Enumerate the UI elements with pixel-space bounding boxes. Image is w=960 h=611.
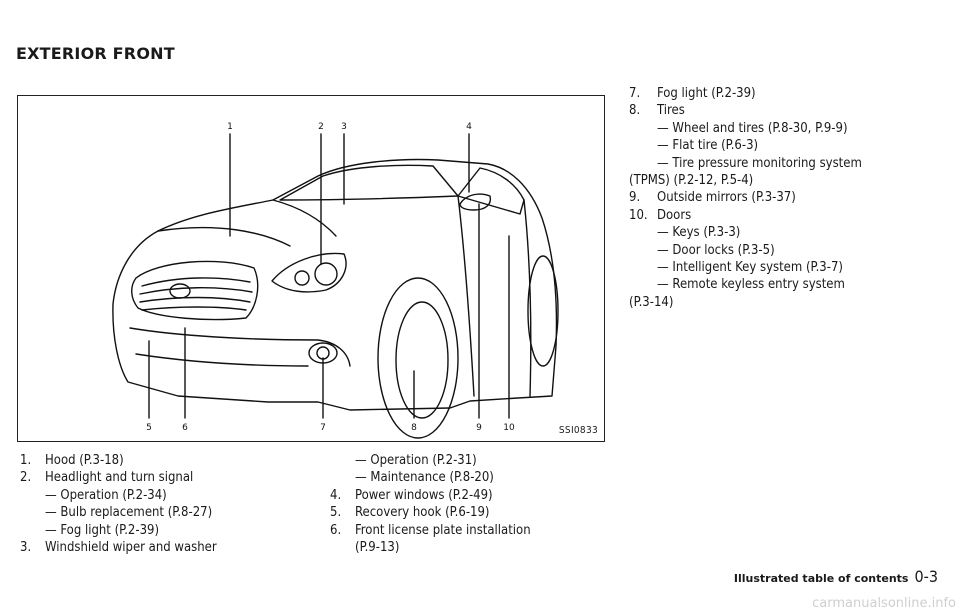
legend-item: 8. Tires [629, 102, 929, 119]
legend-item-text: Front license plate installation [355, 522, 531, 538]
logo-emblem [169, 283, 191, 299]
legend-item: 4. Power windows (P.2-49) [330, 487, 620, 504]
callout-8: 8 [411, 423, 417, 433]
legend-subitem: — Intelligent Key system (P.3-7) [657, 260, 843, 276]
legend-subitem: — Fog light (P.2-39) [45, 522, 160, 538]
legend-item-number: 10. [629, 207, 648, 223]
legend-subitem: — Operation (P.2-31) [355, 453, 477, 468]
legend-item: 1. Hood (P.3-18) [20, 452, 320, 469]
legend-item: 5. Recovery hook (P.6-19) [330, 504, 620, 521]
legend-subitem-continued: (TPMS) (P.2-12, P.5-4) [629, 173, 754, 189]
legend-subitem: — Keys (P.3-3) [657, 225, 741, 241]
legend-subitem-continued: (P.3-14) [629, 294, 674, 310]
callout-3: 3 [341, 122, 347, 132]
legend-item-number: 7. [629, 86, 641, 101]
legend-subitem: — Remote keyless entry system [657, 277, 845, 293]
legend-item-text: Fog light (P.2-39) [657, 86, 756, 101]
hood-line [157, 226, 291, 247]
car-body-outline [112, 158, 558, 411]
legend-item-number: 8. [629, 103, 641, 119]
grille [131, 260, 259, 321]
headlight [271, 252, 347, 293]
page-heading: EXTERIOR FRONT [16, 44, 175, 63]
callout-5: 5 [146, 423, 152, 433]
legend-item-number: 6. [330, 522, 342, 538]
door-line [457, 195, 475, 397]
legend-column-1: 1. Hood (P.3-18) 2. Headlight and turn sign… [20, 452, 320, 556]
callout-2: 2 [318, 122, 324, 132]
legend-item-text: Windshield wiper and washer [45, 540, 217, 556]
legend-item-text: Doors [657, 207, 692, 223]
legend-subitem: — Flat tire (P.6-3) [657, 138, 759, 154]
legend-column-2: — Operation (P.2-31) — Maintenance (P.8-2… [330, 452, 620, 556]
car-illustration: 1 2 3 4 5 6 7 8 9 10 [112, 122, 559, 439]
legend-item-number: 5. [330, 505, 342, 521]
outside-mirror [459, 193, 492, 211]
legend-subitem: — Bulb replacement (P.8-27) [45, 505, 213, 521]
legend-item-number: 3. [20, 540, 32, 556]
callout-6: 6 [182, 423, 188, 433]
legend-subitem: — Maintenance (P.8-20) [355, 470, 494, 486]
legend-item: 7. Fog light (P.2-39) [629, 85, 929, 102]
legend-item-number: 9. [629, 190, 641, 206]
legend-subitem: (P.9-13) [355, 540, 400, 556]
footer-section-label: Illustrated table of contents [733, 572, 909, 585]
legend-item: 2. Headlight and turn signal [20, 469, 320, 486]
legend-item-text: Headlight and turn signal [45, 470, 194, 486]
legend-item-text: Power windows (P.2-49) [355, 487, 493, 503]
callout-9: 9 [476, 423, 482, 433]
legend-item-text: Outside mirrors (P.3-37) [657, 190, 796, 206]
legend-item: 6. Front license plate installation [330, 522, 620, 539]
callout-7: 7 [320, 423, 326, 433]
legend-column-3: 7. Fog light (P.2-39) 8. Tires— Wheel and t… [629, 85, 929, 311]
legend-item-number: 1. [20, 453, 32, 468]
callout-10: 10 [503, 423, 515, 433]
watermark: carmanualsonline.info [812, 596, 956, 611]
front-wheel [377, 277, 459, 439]
legend-subitem: — Tire pressure monitoring system [657, 155, 862, 171]
legend-item-text: Tires [657, 103, 685, 119]
legend-item-text: Recovery hook (P.6-19) [355, 505, 490, 521]
page-number: 0-3 [914, 567, 938, 586]
legend-item: 9. Outside mirrors (P.3-37) [629, 189, 929, 206]
legend-item-number: 2. [20, 470, 32, 486]
page-footer: Illustrated table of contents 0-3 [734, 567, 938, 586]
legend-subitem: — Operation (P.2-34) [45, 487, 167, 503]
figure-id: SSI0833 [558, 425, 598, 436]
rear-wheel [527, 255, 559, 367]
callout-1: 1 [227, 122, 233, 132]
legend-item: 10. Doors [629, 207, 929, 224]
legend-item-number: 4. [330, 487, 342, 503]
legend-subitem: — Wheel and tires (P.8-30, P.9-9) [657, 120, 848, 136]
legend-item-text: Hood (P.3-18) [45, 453, 124, 468]
legend-item: 3. Windshield wiper and washer [20, 539, 320, 556]
callout-4: 4 [466, 122, 472, 132]
legend-subitem: — Door locks (P.3-5) [657, 242, 775, 258]
car-illustration-figure: 1 2 3 4 5 6 7 8 9 10 SSI0833 [17, 95, 605, 442]
